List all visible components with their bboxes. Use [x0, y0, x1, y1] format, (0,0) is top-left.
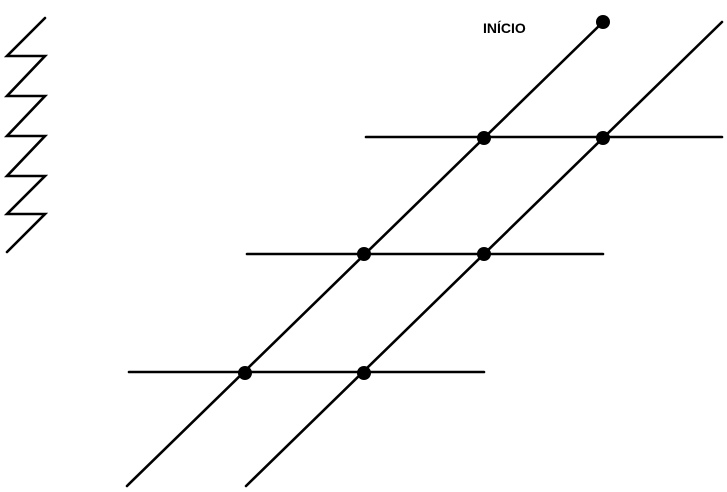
node-top-right: [596, 131, 610, 145]
node-top-left: [477, 131, 491, 145]
node-middle-right: [477, 247, 491, 261]
start-node: [596, 15, 610, 29]
node-middle-left: [357, 247, 371, 261]
zigzag-symbol: [3, 16, 49, 254]
start-label: INÍCIO: [483, 20, 526, 36]
node-bottom-right: [357, 366, 371, 380]
node-bottom-left: [238, 366, 252, 380]
